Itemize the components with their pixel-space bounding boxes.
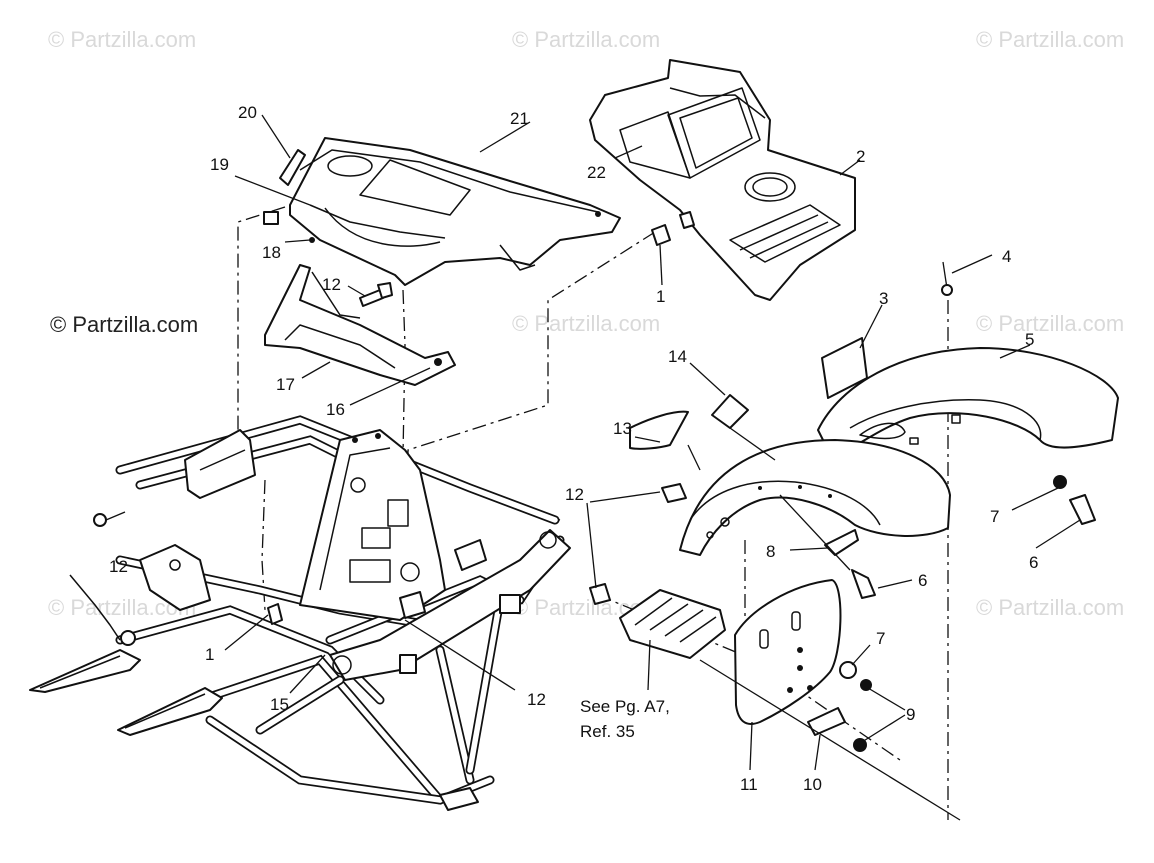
callout-layer: 20 21 19 18 12 17 16 22 2 1 4 3 5 14 13 …: [109, 103, 1038, 794]
plate-10: [807, 707, 846, 736]
washer-7: [839, 661, 857, 679]
callout-1: 1: [205, 645, 214, 664]
reference-note-line1: See Pg. A7,: [580, 697, 670, 716]
callout-7: 7: [876, 629, 885, 648]
callout-12: 12: [527, 690, 546, 709]
clip-19: [263, 211, 279, 225]
rod-4: [941, 261, 953, 296]
watermark: © Partzilla.com: [976, 595, 1124, 620]
callout-3: 3: [879, 289, 888, 308]
callout-20: 20: [238, 103, 257, 122]
bolt-6-right: [1053, 475, 1096, 525]
front-fender: [679, 439, 951, 556]
decal-13: [629, 410, 689, 450]
callout-4: 4: [1002, 247, 1011, 266]
callout-17: 17: [276, 375, 295, 394]
callout-15: 15: [270, 695, 289, 714]
callout-16: 16: [326, 400, 345, 419]
callout-18: 18: [262, 243, 281, 262]
leader-lines: [224, 114, 1081, 821]
watermark: © Partzilla.com: [512, 311, 660, 336]
callout-22: 22: [587, 163, 606, 182]
dash-console-2: [589, 59, 856, 301]
callout-12: 12: [565, 485, 584, 504]
clip-1-upper: [651, 211, 695, 246]
callout-9: 9: [906, 705, 915, 724]
splash-plate-11: [734, 579, 842, 725]
footrest-block: [619, 589, 726, 659]
reference-note-line2: Ref. 35: [580, 722, 635, 741]
bolt-6-center: [851, 569, 876, 599]
watermark: © Partzilla.com: [976, 311, 1124, 336]
bolt-12-block: [589, 583, 611, 605]
clip-1-lower: [267, 603, 283, 625]
watermark: © Partzilla.com: [976, 27, 1124, 52]
watermark-main: © Partzilla.com: [50, 312, 198, 337]
callout-12: 12: [109, 557, 128, 576]
rear-fender-5: [817, 347, 1119, 451]
callout-19: 19: [210, 155, 229, 174]
callout-11: 11: [740, 775, 758, 794]
bolt-12-fender: [661, 483, 687, 503]
bolt-12-left: [93, 511, 126, 527]
callout-14: 14: [668, 347, 687, 366]
callout-10: 10: [803, 775, 822, 794]
callout-21: 21: [510, 109, 529, 128]
bracket-8: [824, 529, 859, 556]
rivet-18: [309, 237, 315, 243]
callout-5: 5: [1025, 330, 1034, 349]
bolt-12-top: [359, 282, 393, 307]
main-frame: [29, 415, 571, 811]
reflector-20: [279, 149, 306, 186]
watermark-layer: © Partzilla.com © Partzilla.com © Partzi…: [48, 27, 1124, 620]
callout-6: 6: [1029, 553, 1038, 572]
decal-14: [711, 394, 749, 429]
callout-12: 12: [322, 275, 341, 294]
watermark: © Partzilla.com: [48, 27, 196, 52]
callout-7: 7: [990, 507, 999, 526]
bumper-bracket-17: [264, 264, 456, 386]
watermark: © Partzilla.com: [512, 27, 660, 52]
callout-6: 6: [918, 571, 927, 590]
callout-8: 8: [766, 542, 775, 561]
front-panel-21: [289, 137, 621, 286]
callout-1: 1: [656, 287, 665, 306]
callout-2: 2: [856, 147, 865, 166]
callout-13: 13: [613, 419, 632, 438]
